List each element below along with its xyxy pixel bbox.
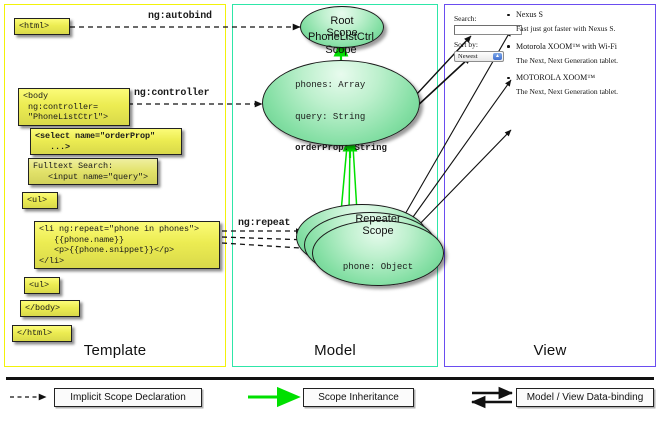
scope-prop-phone: phone: Object	[342, 261, 414, 272]
scope-repeater-props: phone: Object	[343, 241, 413, 294]
scope-repeater-title-line1: Repeater	[355, 212, 401, 225]
search-input[interactable]	[454, 25, 522, 35]
phone-name-text: Nexus S	[516, 10, 543, 19]
sort-label: Sort by:	[454, 40, 478, 49]
code-box-html-close: </html>	[12, 325, 72, 342]
phone-name: Motorola XOOM™ with Wi-Fi	[505, 42, 655, 51]
scope-phonelistctrl: PhoneListCtrl Scope phones: Array query:…	[262, 31, 420, 153]
bullet-icon	[507, 45, 510, 48]
scope-repeater-title-line2: Scope	[362, 225, 394, 238]
legend-glyph-double-arrow	[471, 386, 513, 409]
bullet-icon	[507, 76, 510, 80]
phone-name-text: Motorola XOOM™ with Wi-Fi	[516, 41, 617, 51]
code-box-body-close: </body>	[20, 300, 80, 317]
code-box-ul-open: <ul>	[22, 192, 58, 209]
phone-snippet: Fast just got faster with Nexus S.	[516, 24, 616, 33]
list-item[interactable]: Nexus S Fast just got faster with Nexus …	[505, 10, 655, 33]
scope-root: Root Scope	[300, 6, 384, 48]
code-box-select: <select name="orderProp" ...>	[30, 128, 182, 155]
scope-root-title-line1: Root	[330, 14, 354, 27]
label-ng-autobind: ng:autobind	[148, 11, 212, 22]
scope-prop-orderprop: orderProp: String	[295, 143, 387, 154]
phone-list: Nexus S Fast just got faster with Nexus …	[505, 10, 655, 105]
caption-view: View	[533, 342, 567, 359]
caption-model: Model	[314, 342, 356, 359]
code-box-ul-close: <ul>	[24, 277, 60, 294]
label-ng-repeat: ng:repeat	[238, 218, 291, 229]
scope-phonelistctrl-title-line2: Scope	[325, 43, 357, 56]
scope-repeater: Repeater Scope phone: Object	[312, 213, 444, 286]
scope-phonelistctrl-props: phones: Array query: String orderProp: S…	[295, 59, 387, 175]
sort-select-value: Newest	[458, 53, 478, 60]
scope-phonelistctrl-title-line1: PhoneListCtrl	[307, 31, 375, 44]
sort-select[interactable]: Newest ▲	[454, 51, 504, 62]
caption-template: Template	[83, 342, 147, 359]
legend-implicit-scope-declaration: Implicit Scope Declaration	[54, 388, 202, 407]
legend-divider	[6, 377, 654, 380]
phone-snippet: The Next, Next Generation tablet.	[516, 55, 619, 65]
scope-prop-phones: phones: Array	[295, 80, 366, 91]
phone-name: MOTOROLA XOOM™	[505, 73, 655, 82]
list-item[interactable]: Motorola XOOM™ with Wi-Fi The Next, Next…	[505, 42, 655, 65]
code-box-fulltext-search: Fulltext Search: <input name="query">	[28, 158, 158, 185]
list-item[interactable]: MOTOROLA XOOM™ The Next, Next Generation…	[505, 73, 655, 96]
phone-name-text: MOTOROLA XOOM™	[516, 73, 596, 82]
scope-root-title-line2: Scope	[326, 27, 358, 39]
scope-prop-query: query: String	[295, 111, 366, 122]
legend-model-view-data-binding: Model / View Data-binding	[516, 388, 654, 407]
code-box-body-open: <body ng:controller= "PhoneListCtrl">	[18, 88, 130, 126]
chevron-updown-icon: ▲	[493, 53, 502, 60]
bullet-icon	[507, 13, 510, 17]
label-ng-controller: ng:controller	[134, 88, 210, 99]
legend-scope-inheritance: Scope Inheritance	[303, 388, 414, 407]
phone-name: Nexus S	[505, 10, 655, 19]
phone-snippet: The Next, Next Generation tablet.	[516, 87, 619, 96]
code-box-li-repeat: <li ng:repeat="phone in phones"> {{phone…	[34, 221, 220, 269]
code-box-html-open: <html>	[14, 18, 70, 35]
search-label: Search:	[454, 14, 477, 23]
